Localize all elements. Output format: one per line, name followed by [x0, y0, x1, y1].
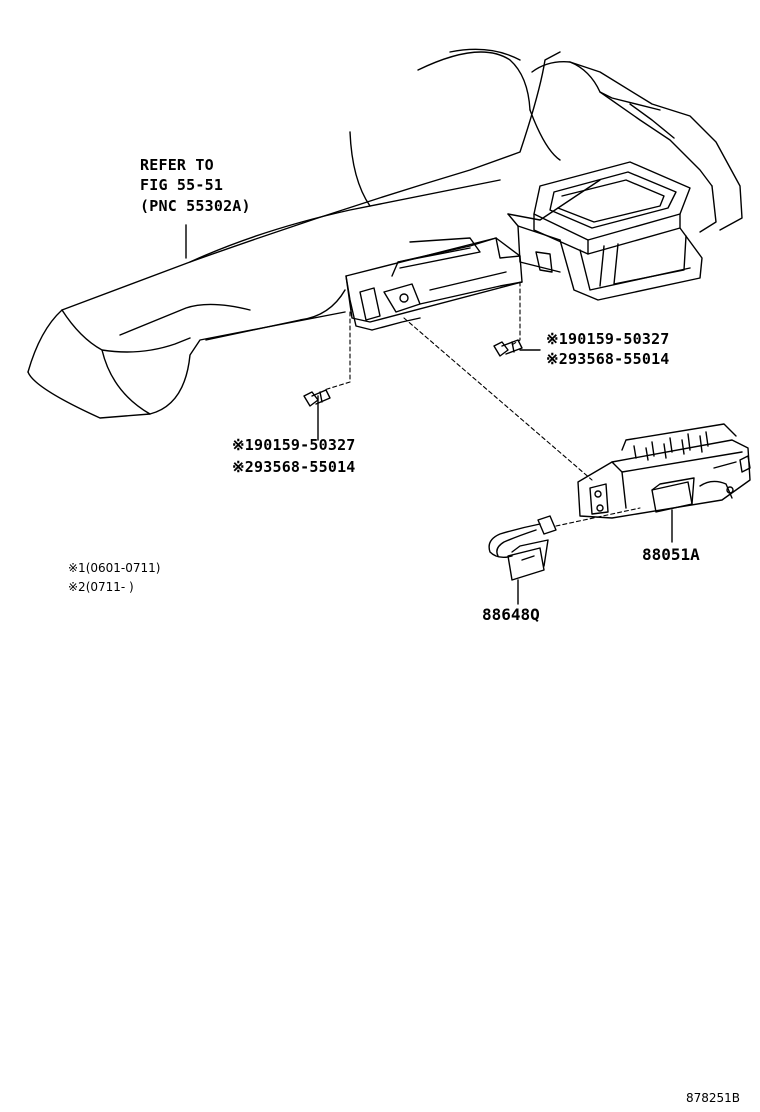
leader-lines	[185, 224, 673, 605]
bolt-upper-part-number-2: ※293568-55014	[546, 350, 670, 368]
note-period-1: ※1(0601-0711)	[68, 561, 161, 575]
switch-part-number: 88051A	[642, 545, 700, 564]
bolt-lower-drawing	[303, 389, 331, 407]
connector-harness-drawing	[488, 515, 557, 581]
bolt-lower-part-number-1: ※190159-50327	[232, 436, 356, 454]
bolt-upper-drawing	[493, 339, 523, 357]
connector-part-number: 88648Q	[482, 605, 540, 624]
bracket-drawing	[345, 237, 523, 331]
switch-module-drawing	[577, 423, 751, 519]
vent-duct-drawing	[507, 61, 743, 301]
refer-pnc-label: (PNC 55302A)	[140, 197, 251, 215]
figure-code: 878251B	[686, 1091, 741, 1105]
refer-to-label: REFER TO	[140, 156, 214, 174]
refer-fig-label: FIG 55-51	[140, 176, 224, 194]
bolt-lower-part-number-2: ※293568-55014	[232, 458, 356, 476]
console-panel-drawing	[27, 48, 601, 419]
bolt-upper-part-number-1: ※190159-50327	[546, 330, 670, 348]
note-period-2: ※2(0711- )	[68, 580, 134, 594]
